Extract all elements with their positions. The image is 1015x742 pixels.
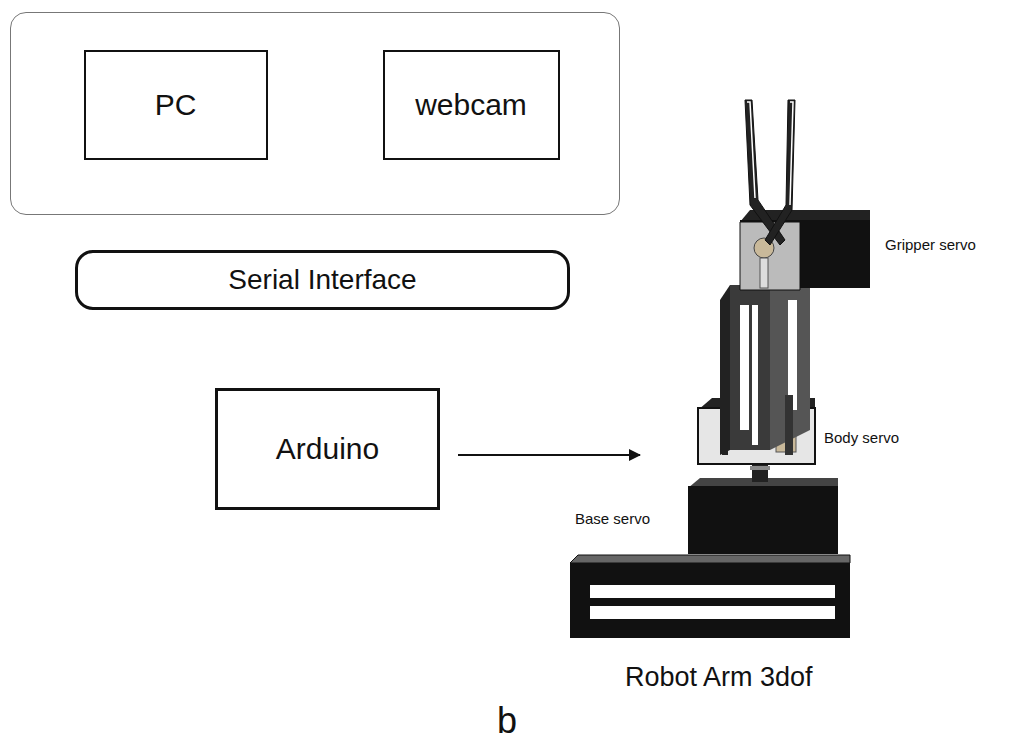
webcam-box: webcam	[383, 50, 560, 160]
figure-label: Robot Arm 3dof	[625, 662, 813, 693]
panel-letter: b	[497, 700, 517, 742]
base-platform	[570, 555, 850, 638]
part-label: Gripper servo	[885, 236, 976, 253]
node-text: Serial Interface	[228, 264, 416, 296]
pc-box: PC	[84, 50, 268, 160]
node-text: Arduino	[276, 432, 379, 466]
node-text: PC	[155, 88, 197, 122]
control-arrow	[458, 454, 640, 456]
gripper-servo	[740, 210, 870, 290]
serial-band: Serial Interface	[75, 250, 570, 310]
part-label: Base servo	[575, 510, 650, 527]
base-servo	[688, 462, 838, 554]
node-text: webcam	[415, 88, 527, 122]
group-panel: PC webcam	[10, 12, 620, 215]
part-label: Body servo	[824, 429, 899, 446]
arm-bracket	[720, 280, 810, 455]
arduino-box: Arduino	[215, 388, 440, 510]
gripper-fingers	[745, 100, 795, 245]
